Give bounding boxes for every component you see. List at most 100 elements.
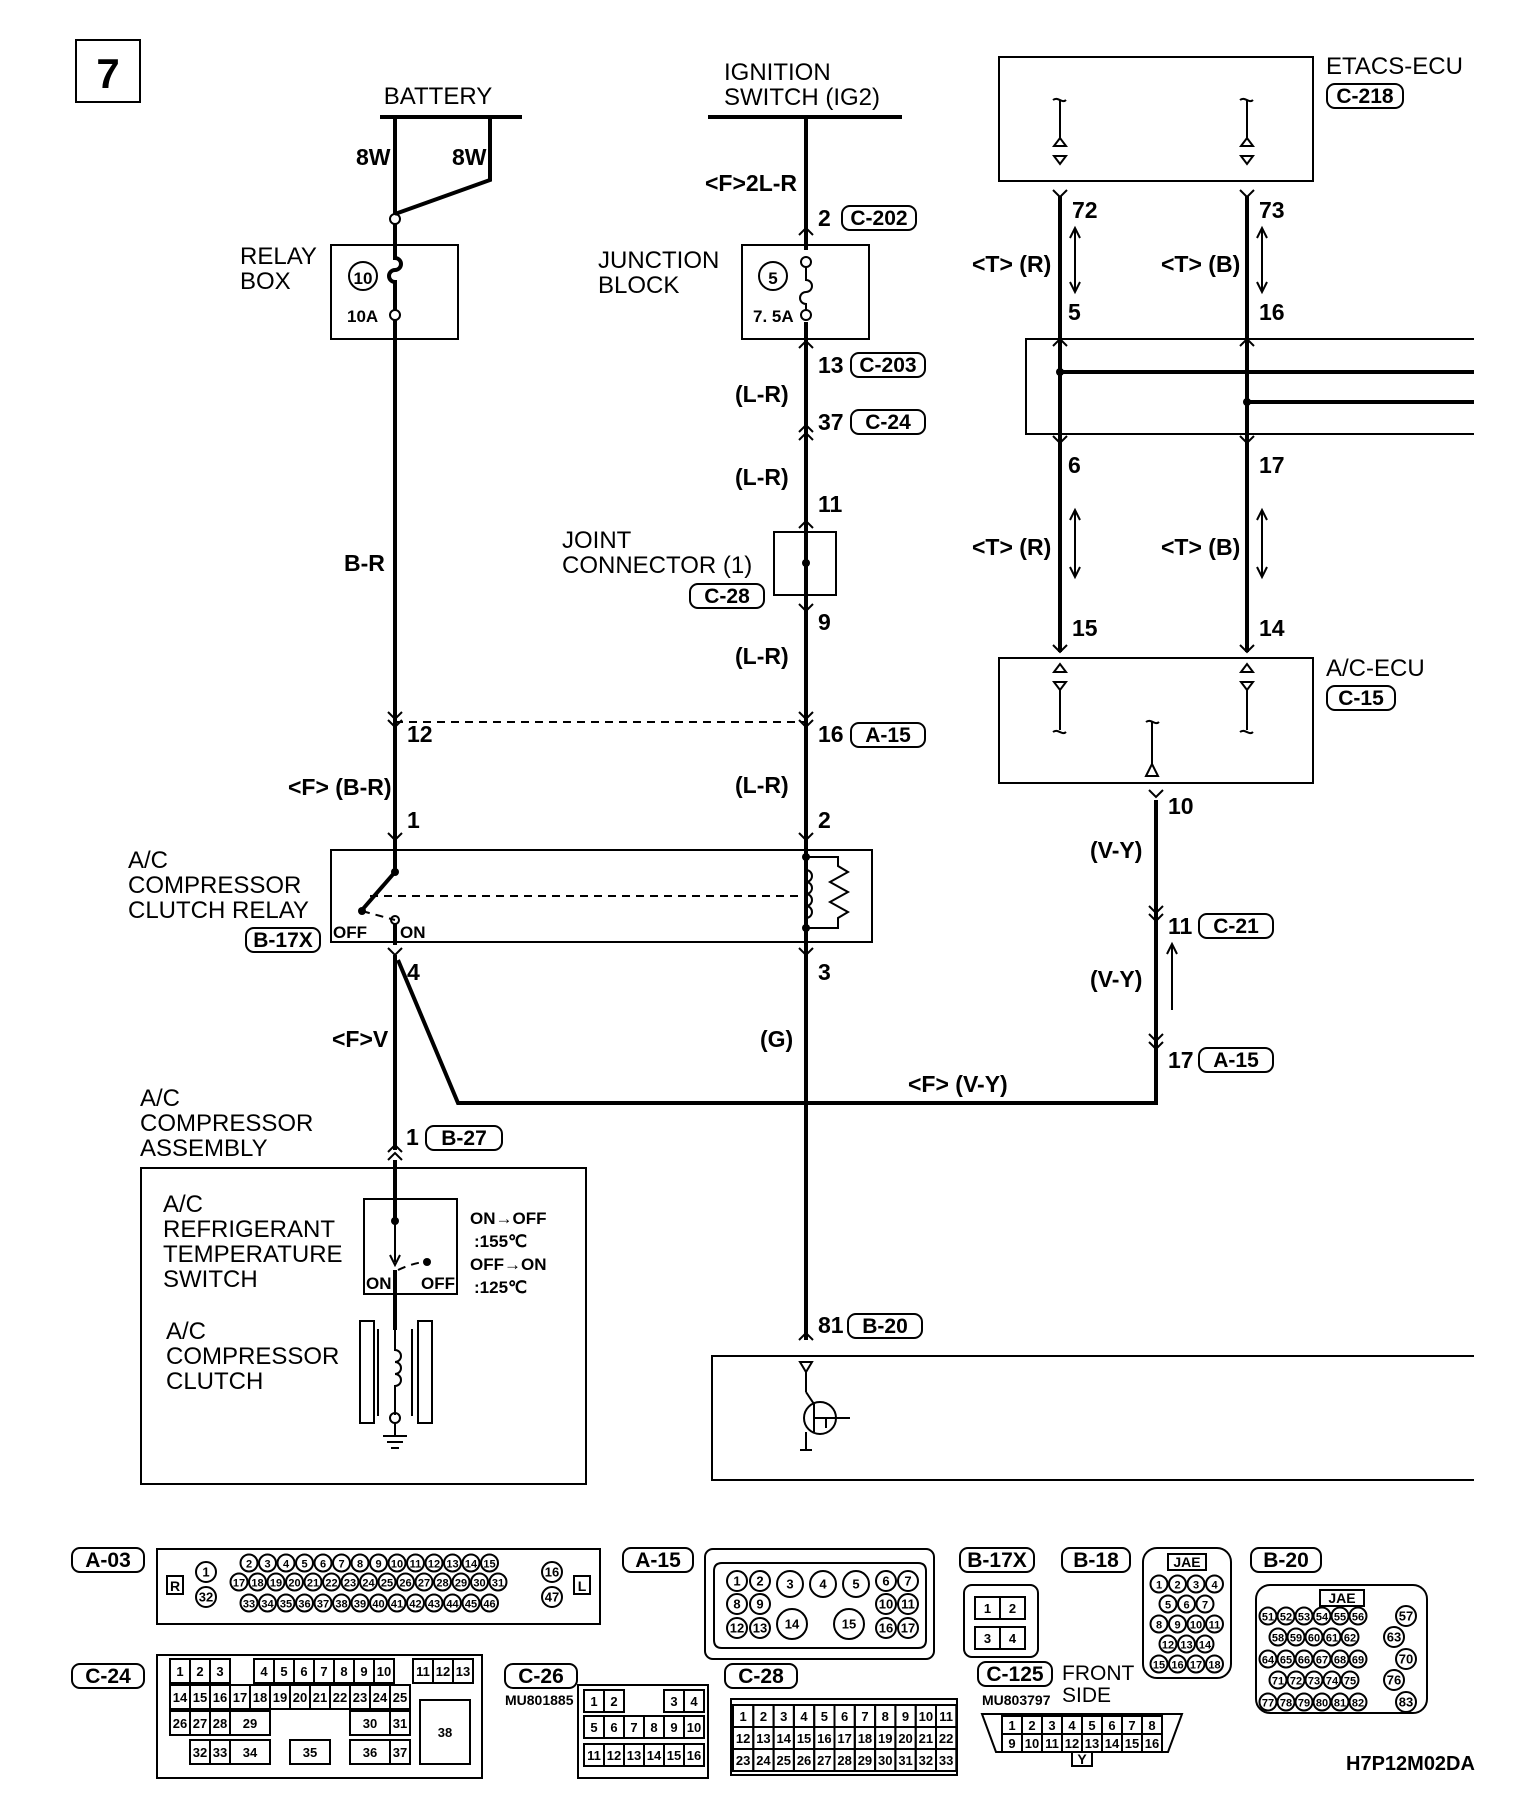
a03-pin — [248, 1572, 267, 1592]
b18-pin — [1168, 1574, 1187, 1594]
b20-pin-label: 78 — [1280, 1698, 1292, 1710]
c125-connector-face — [980, 1713, 1184, 1753]
c24-connector-face — [156, 1654, 483, 1779]
pin-17: 17 — [1259, 452, 1285, 478]
wire-f-br: <F> (B-R) — [288, 774, 392, 800]
b18-pin-label: 2 — [1174, 1580, 1180, 1592]
etacs-io-symbol-72 — [1052, 97, 1068, 166]
b18-pin — [1205, 1574, 1224, 1594]
c28-pin-label: 5 — [821, 1709, 828, 1724]
a15b-connector: A-15 — [1213, 1049, 1259, 1072]
a15-pin — [726, 1570, 748, 1592]
compressor-assembly-label-2: COMPRESSOR — [140, 1110, 313, 1137]
c21-chevron — [1148, 905, 1164, 923]
c125-pin-label: 8 — [1148, 1718, 1155, 1733]
a03-pin — [303, 1572, 323, 1592]
a15-chevron — [798, 711, 814, 729]
temp-switch-off: OFF — [421, 1274, 455, 1293]
b20-pin-label: 57 — [1399, 1609, 1413, 1624]
c24-pin-label: 22 — [333, 1690, 347, 1705]
b18-connector-face — [1142, 1547, 1232, 1679]
a03-pin-label: 30 — [473, 1578, 485, 1590]
a15-pin-label: 3 — [786, 1577, 793, 1592]
b18-pin — [1168, 1654, 1187, 1674]
c24-pin-label: 26 — [173, 1716, 187, 1731]
b20-pin — [1348, 1692, 1368, 1712]
b20-pin-label: 51 — [1262, 1612, 1274, 1624]
wire-br-label: B-R — [344, 550, 385, 576]
b17x-pin-label: 1 — [984, 1601, 991, 1616]
a03-pin — [313, 1553, 333, 1573]
a15-pin — [897, 1593, 919, 1615]
c125-pin-label: 4 — [1068, 1718, 1076, 1733]
c24v-id: C-24 — [85, 1665, 131, 1688]
ignition-label-2: SWITCH (IG2) — [724, 84, 880, 111]
a15-pin-label: 17 — [901, 1621, 915, 1636]
wire-t-r-1: <T> (R) — [972, 251, 1051, 277]
a15-pin — [726, 1593, 748, 1615]
a15a-tag — [850, 722, 926, 748]
relay-on-label: ON — [400, 923, 426, 942]
a03-pin — [443, 1593, 462, 1613]
b18-pin — [1205, 1614, 1224, 1634]
ground-icon — [383, 1423, 407, 1449]
a03-pin — [480, 1593, 499, 1613]
junction-block-label-1: JUNCTION — [598, 247, 719, 274]
a03-pin — [406, 1553, 425, 1573]
c15-connector: C-15 — [1338, 687, 1384, 710]
battery-wire-b — [394, 117, 492, 216]
c26-pin-label: 1 — [590, 1694, 597, 1709]
a03-pin — [414, 1572, 434, 1592]
c125-pin-label: 12 — [1065, 1736, 1079, 1751]
a03-pin-label: 31 — [492, 1578, 504, 1590]
acecu-io-symbol-15 — [1052, 662, 1068, 735]
ecu-input-arrow — [798, 1361, 814, 1374]
a03-pin-label: 16 — [545, 1565, 559, 1580]
b18-pin — [1186, 1654, 1206, 1674]
c125-pin-label: 15 — [1125, 1736, 1139, 1751]
c28-pin-label: 2 — [760, 1709, 767, 1724]
a15-connector-face — [704, 1548, 935, 1660]
c28-pin-label: 10 — [919, 1709, 933, 1724]
relay-label-1: A/C — [128, 847, 168, 874]
jb-fuse-element — [799, 267, 813, 310]
a03-pin — [229, 1572, 249, 1592]
a03-pin-label: 6 — [320, 1559, 326, 1571]
a03-pin-label: 43 — [428, 1599, 440, 1611]
c24-pin — [289, 1739, 331, 1765]
b17x-pin — [999, 1596, 1026, 1620]
b27-connector: B-27 — [441, 1127, 487, 1150]
a03-pin — [369, 1553, 388, 1573]
a03-pin-label: 18 — [251, 1578, 263, 1590]
c26-pin — [683, 1689, 705, 1713]
pin-81: 81 — [818, 1312, 844, 1338]
relay-box-label-2: BOX — [240, 268, 291, 295]
c28-pin-label: 7 — [861, 1709, 868, 1724]
c24-pin-label: 28 — [213, 1716, 227, 1731]
a03-pin-label: 36 — [298, 1599, 310, 1611]
b20-pin-label: 83 — [1399, 1695, 1413, 1710]
c28-pin — [935, 1748, 958, 1772]
c28-pin-label: 32 — [919, 1753, 933, 1768]
a03-pin-label: 38 — [335, 1599, 347, 1611]
b20-pin-label: 55 — [1334, 1612, 1346, 1624]
c26-pin-label: 8 — [650, 1720, 657, 1735]
c24-pin — [209, 1658, 231, 1684]
wire-t-b-2: <T> (B) — [1161, 534, 1240, 560]
c28-pin-label: 17 — [837, 1731, 851, 1746]
c24-pin-label: 33 — [213, 1745, 227, 1760]
b20-pin-label: 69 — [1352, 1655, 1364, 1667]
wire-vy-1: (V-Y) — [1090, 837, 1142, 863]
clutch-plate-right — [417, 1320, 433, 1424]
a03-pin — [332, 1593, 351, 1613]
a03-pin-label: 28 — [436, 1578, 448, 1590]
b20-pin-label: 52 — [1280, 1612, 1292, 1624]
a03-pin — [488, 1572, 508, 1592]
c26-pin-label: 9 — [670, 1720, 677, 1735]
b20-pin-label: 58 — [1272, 1633, 1284, 1645]
c26-part: MU801885 — [505, 1692, 574, 1708]
wire-vy-2: (V-Y) — [1090, 966, 1142, 992]
pin-6: 6 — [1068, 452, 1081, 478]
a15-pin-label: 4 — [819, 1577, 827, 1592]
a03-pin-label: 35 — [280, 1599, 292, 1611]
